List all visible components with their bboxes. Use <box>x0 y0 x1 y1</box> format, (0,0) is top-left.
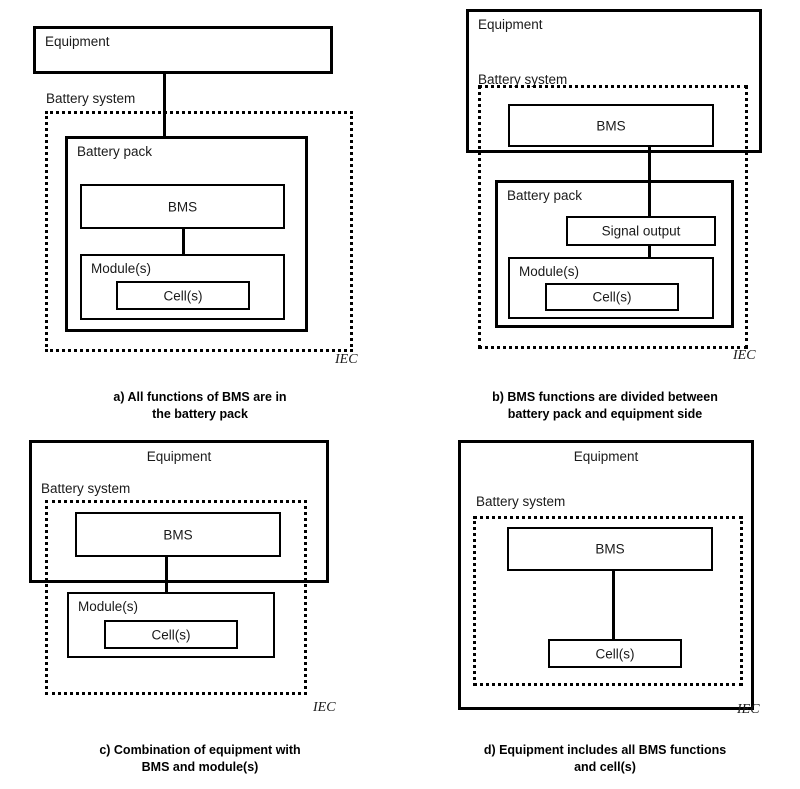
panel-b-modules-label: Module(s) <box>519 264 580 279</box>
panel-b-battery-pack-label: Battery pack <box>507 188 583 203</box>
panel-a-cells-box: Cell(s) <box>116 281 250 310</box>
panel-a-battery-pack-label: Battery pack <box>77 144 153 159</box>
panel-a-cells-label: Cell(s) <box>163 288 203 303</box>
panel-d-equipment-label: Equipment <box>573 449 639 464</box>
panel-c-caption: c) Combination of equipment with BMS and… <box>20 742 380 776</box>
panel-c-connector-bms-modules <box>165 557 168 594</box>
panel-b-connector-signal-modules <box>648 246 651 258</box>
panel-d-bms-label: BMS <box>595 541 625 557</box>
panel-a-caption-line2: the battery pack <box>152 406 248 421</box>
panel-a-equipment-label: Equipment <box>45 34 110 49</box>
panel-b-bms-label: BMS <box>596 118 626 133</box>
panel-c-caption-line1: c) Combination of equipment with <box>99 743 301 757</box>
panel-d-cells-box: Cell(s) <box>548 639 682 668</box>
panel-c-battery-system-label: Battery system <box>41 481 131 496</box>
panel-c-cells-label: Cell(s) <box>151 627 191 642</box>
panel-a-connector-bms-modules <box>182 229 185 254</box>
panel-b-signal-output-box: Signal output <box>566 216 716 246</box>
panel-d-iec-mark: IEC <box>737 702 760 717</box>
panel-b-iec-mark: IEC <box>733 348 756 363</box>
panel-d-battery-system-label: Battery system <box>476 494 566 509</box>
panel-c-battery-system-box <box>45 500 307 695</box>
panel-c-cells-box: Cell(s) <box>104 620 238 649</box>
panel-b-signal-output-label: Signal output <box>601 223 681 239</box>
panel-a-iec-mark: IEC <box>335 352 358 367</box>
panel-b-battery-system-label: Battery system <box>478 72 568 87</box>
panel-b-cells-label: Cell(s) <box>592 289 632 305</box>
panel-d-caption: d) Equipment includes all BMS functions … <box>420 742 790 776</box>
panel-b-caption-line1: b) BMS functions are divided between <box>492 390 718 404</box>
panel-b-equipment-label: Equipment <box>478 17 543 32</box>
panel-a-connector-equipment-pack <box>163 74 166 136</box>
panel-a-bms-box: BMS <box>80 184 285 229</box>
panel-d-cells-label: Cell(s) <box>595 646 635 661</box>
panel-c-caption-line2: BMS and module(s) <box>141 759 259 774</box>
panel-d-battery-system-box <box>473 516 743 686</box>
panel-b-cells-box: Cell(s) <box>545 283 679 311</box>
panel-d-caption-line2: and cell(s) <box>574 759 636 774</box>
panel-a-caption: a) All functions of BMS are in the batte… <box>20 389 380 423</box>
panel-a-caption-line1: a) All functions of BMS are in <box>113 390 287 404</box>
panel-c-equipment-label: Equipment <box>146 449 212 464</box>
panel-b-battery-system-box <box>478 85 748 349</box>
panel-c-iec-mark: IEC <box>313 700 336 715</box>
panel-a-equipment-box: Equipment <box>33 26 333 74</box>
panel-c-equipment-box: Equipment Battery system <box>29 440 329 583</box>
panel-a-battery-system-box <box>45 111 353 352</box>
panel-c-bms-box: BMS <box>75 512 281 557</box>
panel-c-bms-label: BMS <box>163 527 193 542</box>
panel-d-connector-bms-cells <box>612 571 615 642</box>
panel-a-bms-label: BMS <box>167 199 198 214</box>
panel-b-bms-box: BMS <box>508 104 714 147</box>
panel-b-caption-line2: battery pack and equipment side <box>507 406 703 421</box>
panel-d-caption-line1: d) Equipment includes all BMS functions <box>483 743 727 757</box>
panel-a-battery-system-label: Battery system <box>46 91 136 106</box>
panel-b-caption: b) BMS functions are divided between bat… <box>420 389 790 423</box>
panel-b-battery-pack-box: Battery pack <box>495 180 734 328</box>
panel-c-modules-label: Module(s) <box>78 599 139 614</box>
panel-a-modules-label: Module(s) <box>91 261 152 276</box>
panel-d-bms-box: BMS <box>507 527 713 571</box>
